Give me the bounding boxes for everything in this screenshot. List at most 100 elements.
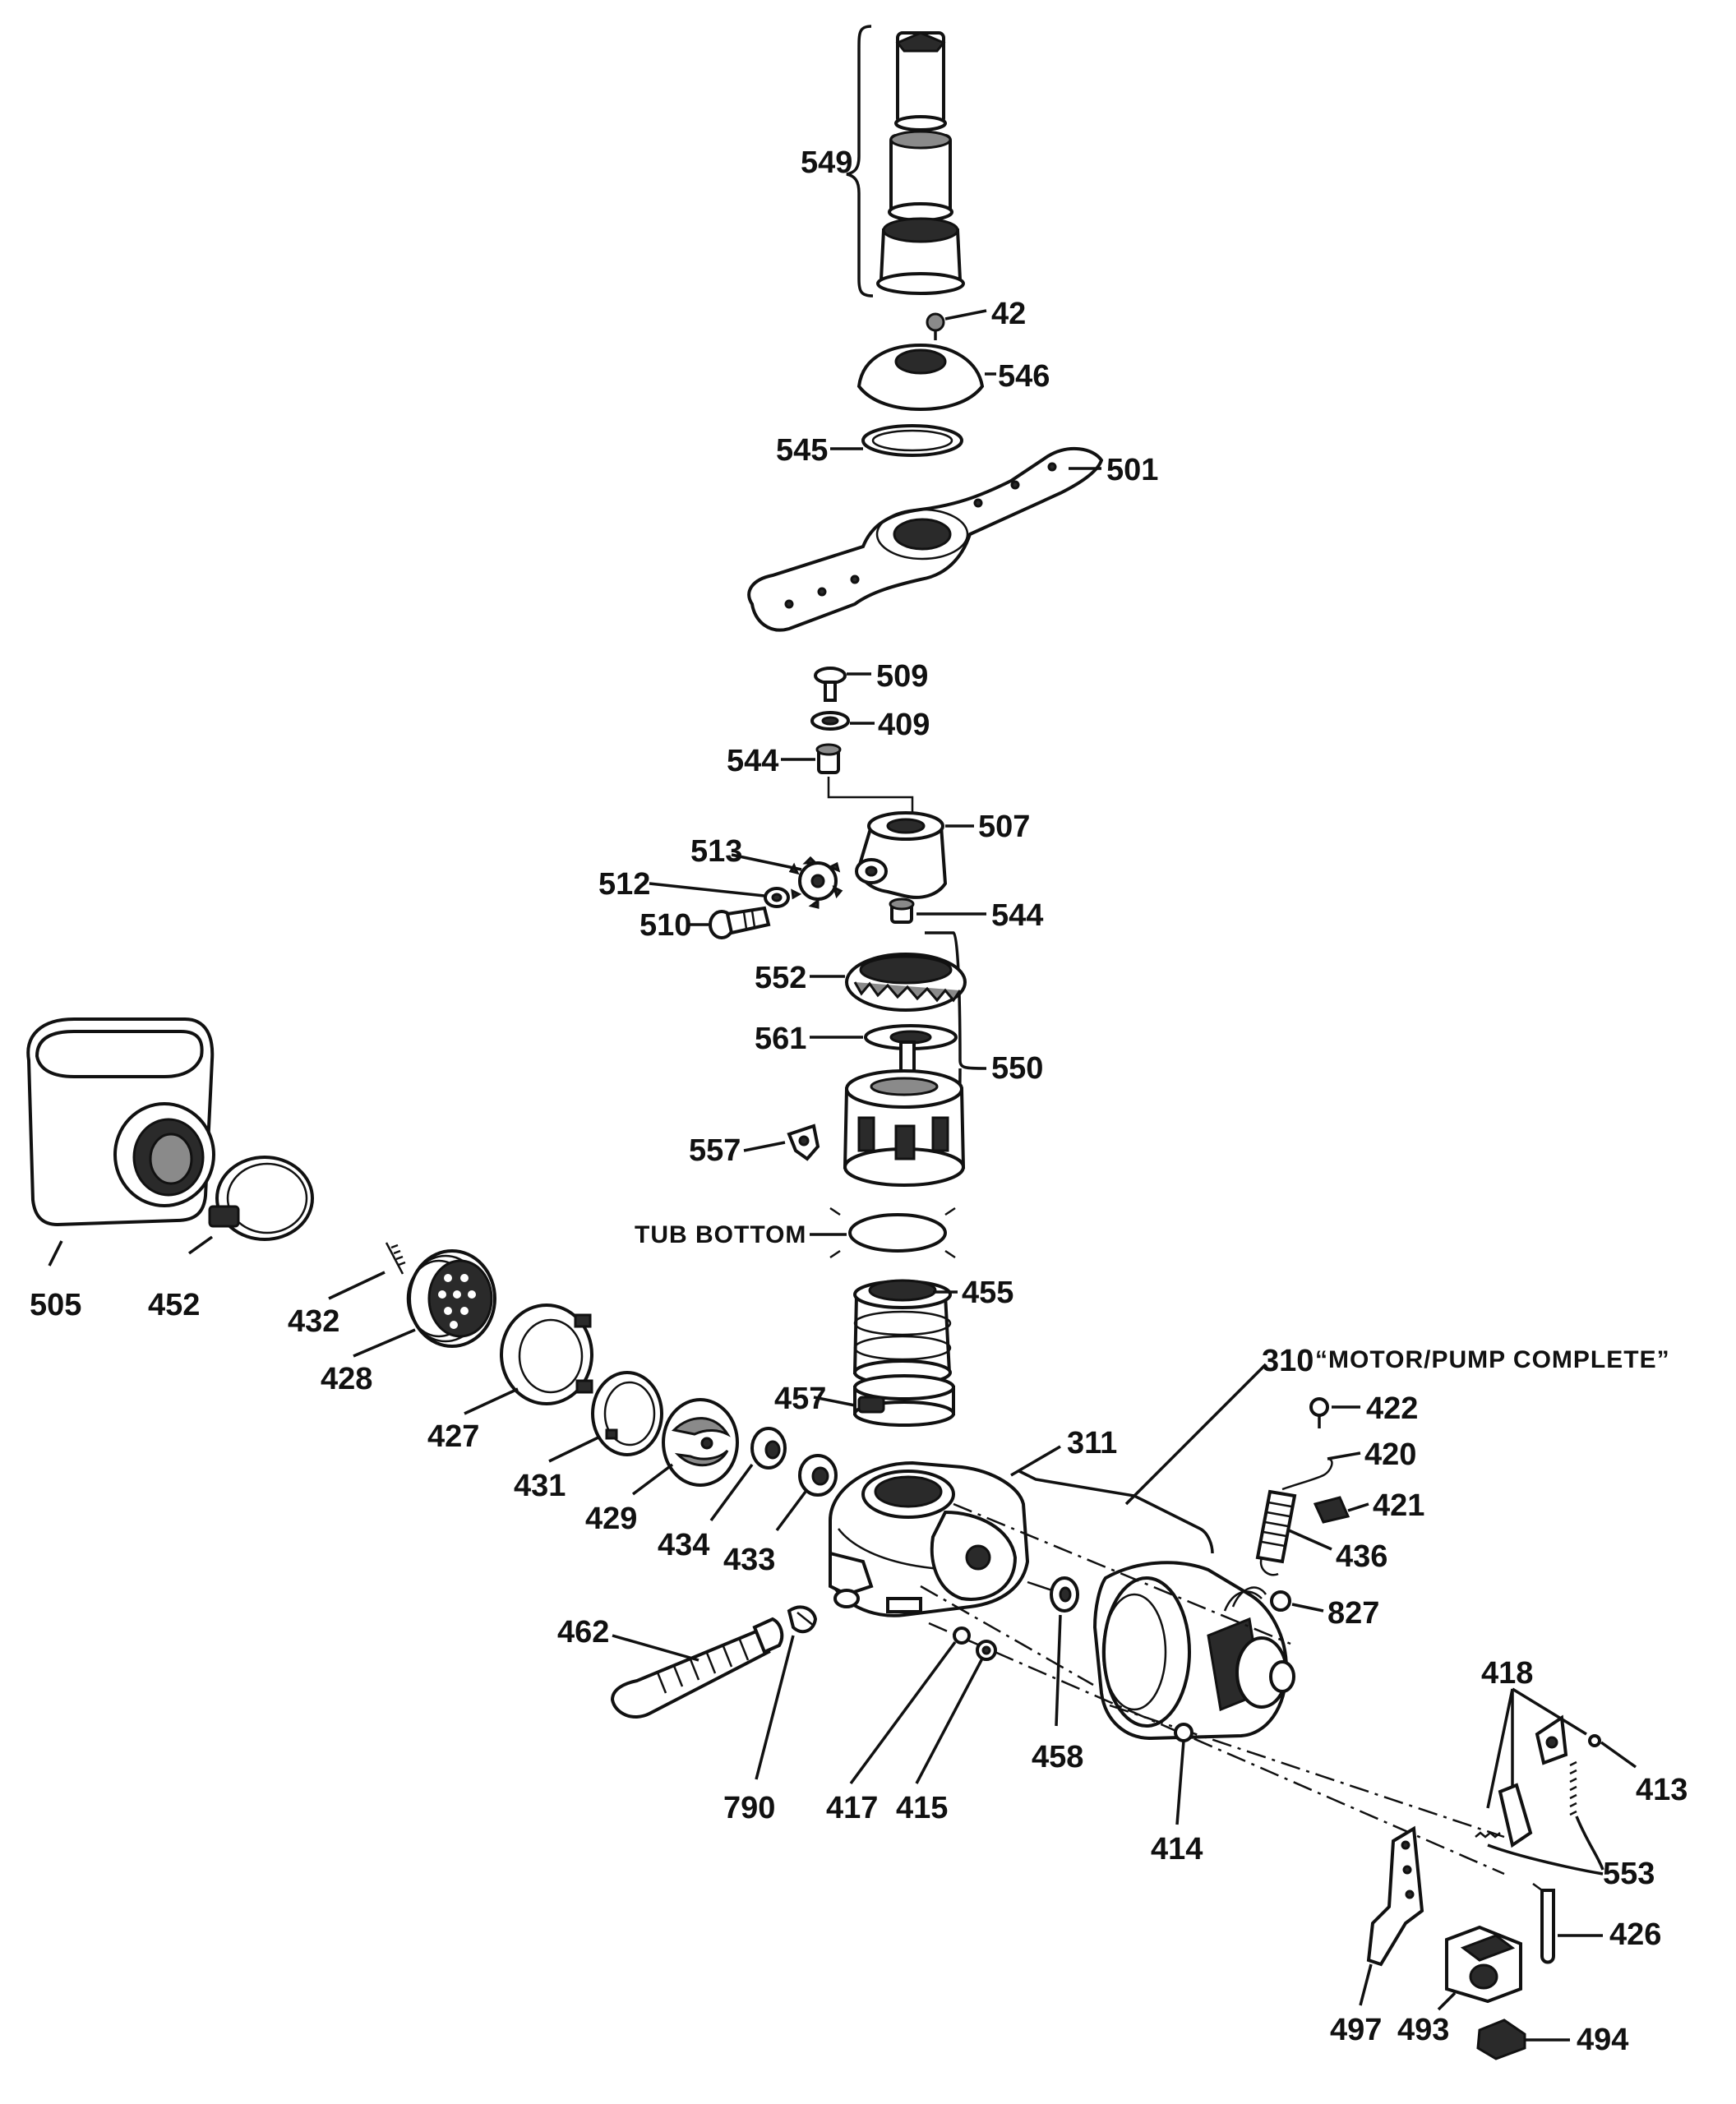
part-494-cover — [1476, 2019, 1570, 2060]
part-418-switch-parts — [1475, 1687, 1587, 1848]
label-507: 507 — [978, 810, 1030, 844]
part-432-screw — [328, 1242, 406, 1300]
part-561-washer — [810, 1024, 958, 1050]
label-510: 510 — [639, 908, 691, 943]
label-415: 415 — [896, 1791, 948, 1825]
label-494: 494 — [1577, 2023, 1628, 2057]
part-544-bushing-lower — [889, 897, 986, 924]
label-452: 452 — [148, 1288, 200, 1322]
label-557: 557 — [689, 1133, 741, 1168]
label-428: 428 — [321, 1362, 372, 1396]
label-418: 418 — [1481, 1656, 1533, 1691]
label-790: 790 — [723, 1791, 775, 1825]
label-550: 550 — [991, 1051, 1043, 1086]
label-422: 422 — [1366, 1391, 1418, 1426]
part-310-motor — [1018, 1363, 1295, 1741]
label-433: 433 — [723, 1543, 775, 1577]
part-428-filter — [353, 1249, 496, 1358]
label-420: 420 — [1364, 1437, 1416, 1472]
label-544-lower: 544 — [991, 898, 1043, 933]
label-549: 549 — [801, 145, 852, 180]
part-553-spring — [1487, 1816, 1604, 1876]
label-553: 553 — [1603, 1857, 1655, 1891]
part-426-pin — [1532, 1882, 1603, 1964]
label-426: 426 — [1609, 1917, 1661, 1952]
part-509-screw — [814, 667, 871, 702]
label-512: 512 — [598, 867, 650, 902]
label-455: 455 — [962, 1276, 1013, 1310]
label-501: 501 — [1106, 453, 1158, 487]
part-557-clip — [743, 1124, 820, 1161]
label-42: 42 — [991, 297, 1026, 331]
label-544-upper: 544 — [727, 744, 778, 778]
part-415-nut — [915, 1640, 997, 1784]
part-pump-impeller-housing — [843, 1040, 966, 1187]
label-497: 497 — [1330, 2013, 1382, 2047]
part-513-gear — [731, 853, 843, 909]
label-509: 509 — [876, 659, 928, 694]
part-433-seal — [775, 1454, 838, 1532]
part-455-seal — [852, 1279, 958, 1386]
part-436-spring — [1255, 1489, 1332, 1576]
label-311: 311 — [1067, 1426, 1117, 1460]
label-motor-pump-complete: “MOTOR/PUMP COMPLETE” — [1315, 1346, 1670, 1373]
part-413-ring — [1588, 1734, 1637, 1769]
part-545-ring — [830, 424, 963, 457]
label-827: 827 — [1327, 1596, 1379, 1631]
part-409-washer — [810, 711, 875, 731]
part-507-hub — [855, 811, 974, 899]
part-42-screw — [926, 309, 987, 340]
part-544-bushing-upper — [781, 743, 914, 814]
part-421-block — [1313, 1496, 1369, 1524]
label-432: 432 — [288, 1304, 339, 1339]
part-417-washer — [849, 1626, 971, 1785]
part-458-washer — [1027, 1576, 1079, 1727]
part-422-screw — [1309, 1397, 1360, 1428]
label-413: 413 — [1636, 1773, 1688, 1807]
label-505: 505 — [30, 1288, 81, 1322]
part-493-solenoid — [1437, 1925, 1522, 2011]
part-429-impeller — [631, 1398, 739, 1496]
label-434: 434 — [658, 1528, 709, 1562]
label-310: 310 — [1262, 1344, 1314, 1378]
label-417: 417 — [826, 1791, 878, 1825]
label-409: 409 — [878, 708, 930, 742]
part-431-ring — [548, 1371, 663, 1463]
label-458: 458 — [1032, 1740, 1083, 1774]
part-462-hose — [610, 1617, 784, 1719]
label-429: 429 — [585, 1502, 637, 1536]
part-434-bushing — [709, 1427, 787, 1522]
part-457-clamp — [813, 1374, 955, 1427]
label-427: 427 — [427, 1419, 479, 1454]
part-827-screw — [1270, 1590, 1324, 1613]
part-497-bracket — [1359, 1825, 1424, 2006]
label-546: 546 — [998, 359, 1050, 394]
label-414: 414 — [1151, 1832, 1203, 1866]
tub-bottom-marker — [810, 1207, 956, 1259]
label-545: 545 — [776, 433, 828, 468]
part-452-clamp — [187, 1156, 314, 1255]
part-427-ring — [464, 1303, 593, 1415]
part-512-washer — [649, 882, 790, 908]
part-311-pump-body — [829, 1445, 1061, 1617]
part-549-assembly — [846, 25, 965, 298]
part-510-pin — [689, 906, 771, 939]
part-790-clip — [755, 1605, 818, 1780]
label-493: 493 — [1397, 2013, 1449, 2047]
label-462: 462 — [557, 1615, 609, 1650]
part-420-spring — [1281, 1451, 1361, 1491]
part-505-housing — [26, 1017, 215, 1267]
label-421: 421 — [1373, 1488, 1424, 1523]
label-431: 431 — [514, 1469, 566, 1503]
label-457: 457 — [774, 1382, 826, 1416]
label-552: 552 — [755, 961, 806, 995]
label-561: 561 — [755, 1022, 806, 1056]
label-436: 436 — [1336, 1539, 1387, 1574]
part-546-cap — [856, 343, 996, 412]
label-tub-bottom: TUB BOTTOM — [635, 1221, 806, 1248]
part-552-gear-ring — [810, 953, 967, 1012]
part-414-screw — [1174, 1723, 1194, 1825]
part-501-spray-arm — [747, 446, 1104, 632]
label-513: 513 — [690, 834, 742, 869]
